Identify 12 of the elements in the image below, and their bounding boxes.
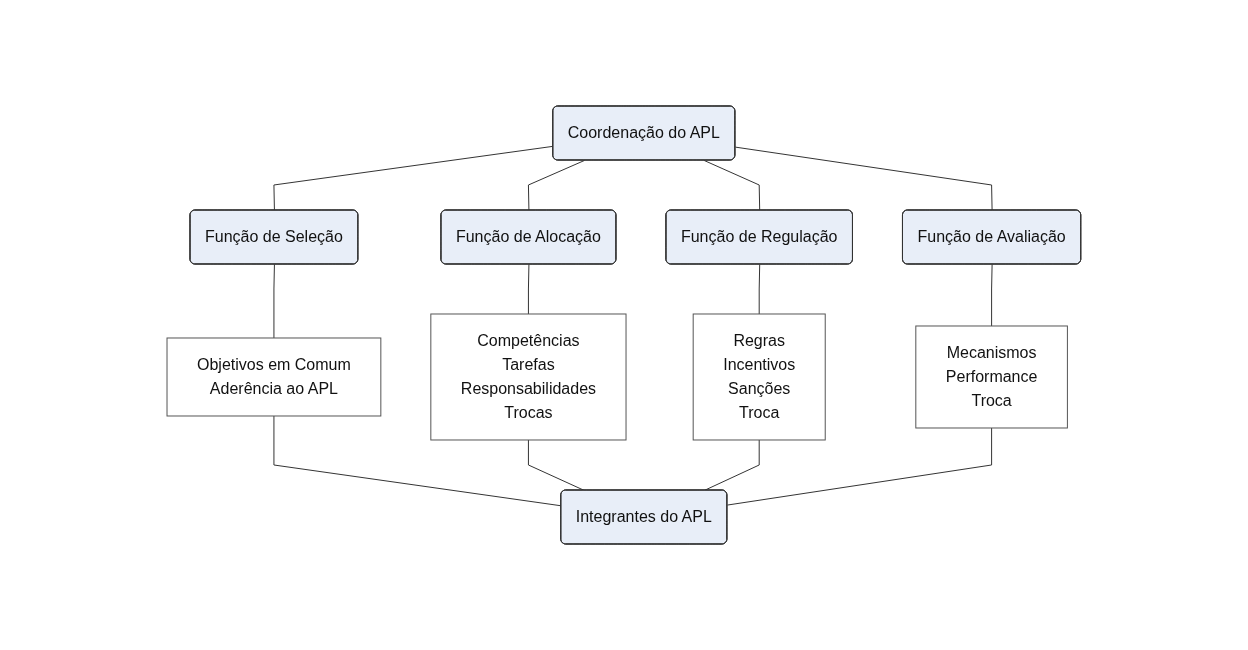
connector — [727, 427, 993, 506]
connector — [528, 264, 530, 315]
connector — [758, 264, 761, 315]
connector — [273, 264, 276, 339]
node-box: Mecanismos Performance Troca — [915, 325, 1069, 429]
connector — [273, 415, 562, 507]
connector — [273, 145, 554, 211]
connector — [735, 146, 993, 211]
connector — [991, 264, 993, 327]
node-box: Objetivos em Comum Aderência ao APL — [166, 337, 382, 417]
node-box: Regras Incentivos Sanções Troca — [692, 313, 826, 441]
node-box: Competências Tarefas Responsabilidades Trocas — [430, 313, 627, 441]
